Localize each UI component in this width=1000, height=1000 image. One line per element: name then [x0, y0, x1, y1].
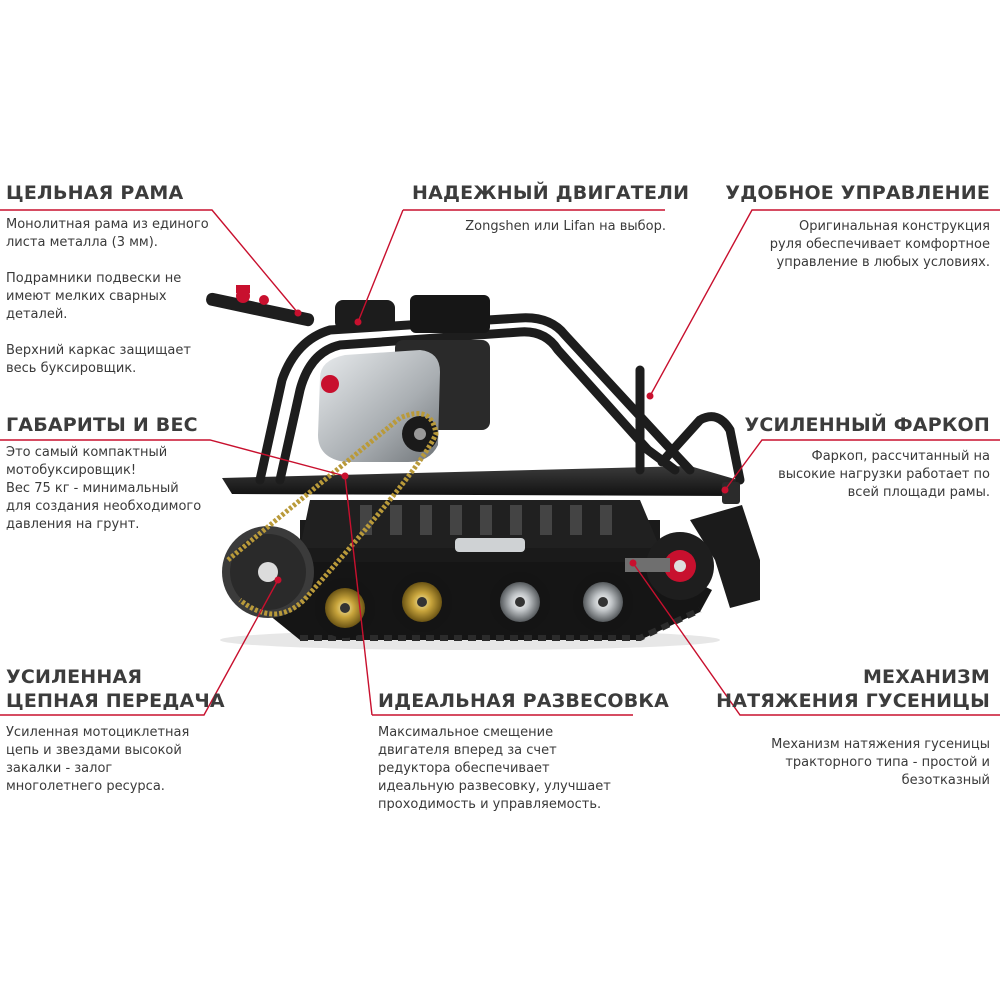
hitch-title: УСИЛЕННЫЙ ФАРКОП	[744, 414, 990, 436]
tension-idler	[625, 532, 714, 600]
tension-title-line1: МЕХАНИЗМ	[862, 666, 990, 688]
callout-lines	[0, 209, 1000, 716]
drive-sprocket	[222, 526, 314, 618]
control-title: УДОБНОЕ УПРАВЛЕНИЕ	[725, 182, 990, 204]
drive-chain	[226, 411, 439, 617]
engine-desc: Zongshen или Lifan на выбор.	[465, 219, 666, 234]
chain-title-line2: ЦЕПНАЯ ПЕРЕДАЧА	[6, 690, 225, 712]
balance-desc: Максимальное смещение двигателя вперед з…	[378, 725, 611, 812]
handlebar	[206, 285, 315, 327]
chain-title-line1: УСИЛЕННАЯ	[6, 666, 143, 688]
control-desc: Оригинальная конструкция руля обеспечива…	[769, 219, 990, 270]
frame-desc: Монолитная рама из единого листа металла…	[6, 217, 209, 376]
callout-dots	[274, 309, 729, 584]
road-wheels	[315, 572, 633, 638]
chain-desc: Усиленная мотоциклетная цепь и звездами …	[6, 725, 190, 794]
dimensions-title: ГАБАРИТЫ И ВЕС	[6, 414, 198, 436]
tension-title-line2: НАТЯЖЕНИЯ ГУСЕНИЦЫ	[716, 690, 990, 712]
tension-desc: Механизм натяжения гусеницы тракторного …	[771, 737, 990, 788]
dimensions-desc: Это самый компактный мотобуксировщик! Ве…	[6, 445, 202, 532]
engine-title: НАДЕЖНЫЙ ДВИГАТЕЛИ	[412, 182, 690, 204]
rear-skid	[690, 505, 760, 608]
engine	[318, 295, 490, 462]
hitch-desc: Фаркоп, рассчитанный на высокие нагрузки…	[778, 449, 990, 500]
frame-title: ЦЕЛЬНАЯ РАМА	[6, 182, 184, 204]
deck	[222, 466, 738, 496]
balance-title: ИДЕАЛЬНАЯ РАЗВЕСОВКА	[378, 690, 670, 712]
